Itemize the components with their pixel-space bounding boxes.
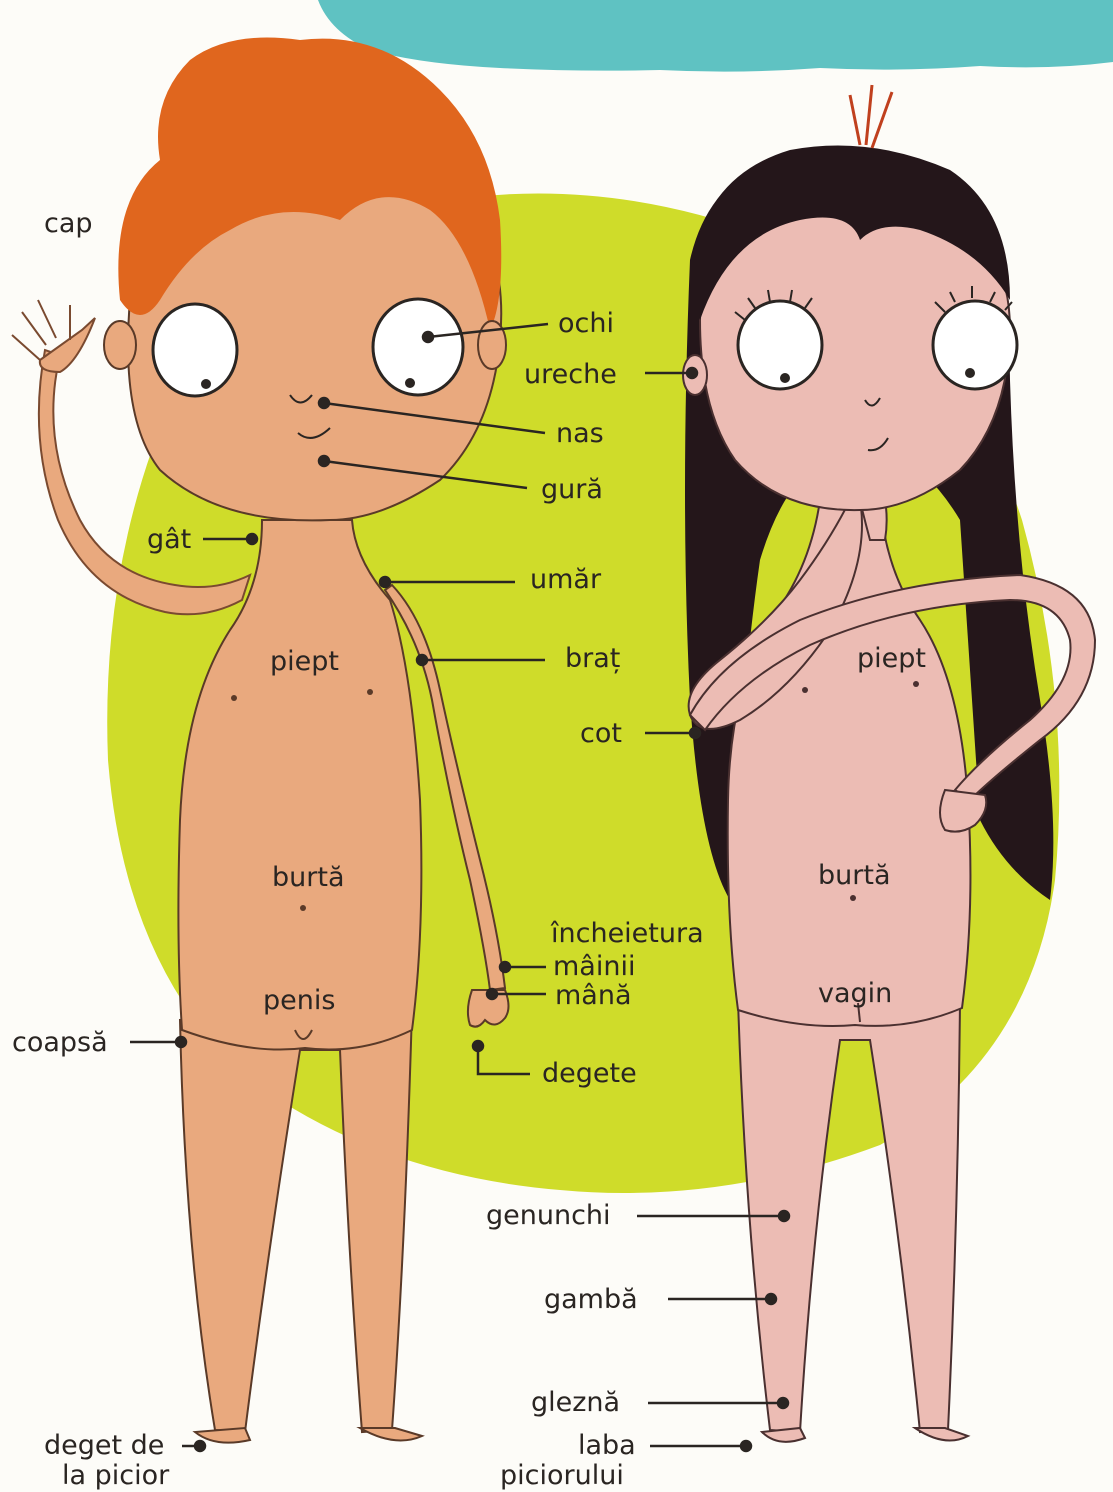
boy-nipple — [367, 689, 373, 695]
label-burta-boy: burtă — [272, 864, 344, 891]
label-deget-picior-line1: deget de — [44, 1432, 164, 1459]
boy-legs — [180, 1010, 412, 1432]
girl-left-eye — [738, 301, 822, 389]
speech-bubble — [318, 0, 1113, 72]
label-piept-boy: piept — [270, 648, 339, 675]
label-umar: umăr — [530, 566, 601, 593]
label-brat: braț — [565, 645, 620, 672]
girl-nipple — [802, 687, 808, 693]
girl-feet — [762, 1428, 968, 1442]
boy-left-eye — [153, 304, 237, 396]
girl-right-eye — [933, 301, 1017, 389]
label-deget-picior-line2: la picior — [62, 1462, 169, 1489]
label-incheietura-line2: mâinii — [553, 953, 635, 980]
label-glezna: gleznă — [531, 1389, 620, 1416]
boy-nipple — [231, 695, 237, 701]
boy-right-pupil — [405, 378, 415, 388]
label-gura: gură — [541, 476, 603, 503]
label-ochi: ochi — [558, 310, 614, 337]
label-incheietura-line1: încheietura — [551, 920, 704, 947]
girl-nipple — [913, 681, 919, 687]
label-gat: gât — [147, 526, 191, 553]
label-degete: degete — [542, 1060, 637, 1087]
label-mana: mână — [555, 982, 632, 1009]
label-burta-girl: burtă — [818, 862, 890, 889]
label-cot: cot — [580, 720, 622, 747]
girl-right-pupil — [965, 368, 975, 378]
girl-left-pupil — [780, 373, 790, 383]
label-gamba: gambă — [544, 1286, 638, 1313]
label-genunchi: genunchi — [486, 1202, 611, 1229]
label-coapsa: coapsă — [12, 1029, 108, 1056]
boy-feet — [195, 1428, 422, 1443]
girl-navel — [850, 895, 856, 901]
boy-navel — [300, 905, 306, 911]
label-cap: cap — [44, 210, 93, 237]
label-vagin: vagin — [818, 980, 892, 1007]
label-nas: nas — [556, 420, 604, 447]
boy-right-eye — [373, 299, 463, 395]
label-penis: penis — [263, 987, 335, 1014]
label-ureche: ureche — [524, 361, 617, 388]
boy-left-pupil — [201, 379, 211, 389]
boy-left-ear — [104, 321, 136, 369]
label-piept-girl: piept — [857, 645, 926, 672]
label-laba-line2: piciorului — [500, 1462, 624, 1489]
girl-hair-tuft — [850, 85, 892, 148]
boy-raised-hand — [12, 300, 95, 372]
label-laba-line1: laba — [578, 1432, 636, 1459]
girl-figure — [683, 85, 1095, 1442]
